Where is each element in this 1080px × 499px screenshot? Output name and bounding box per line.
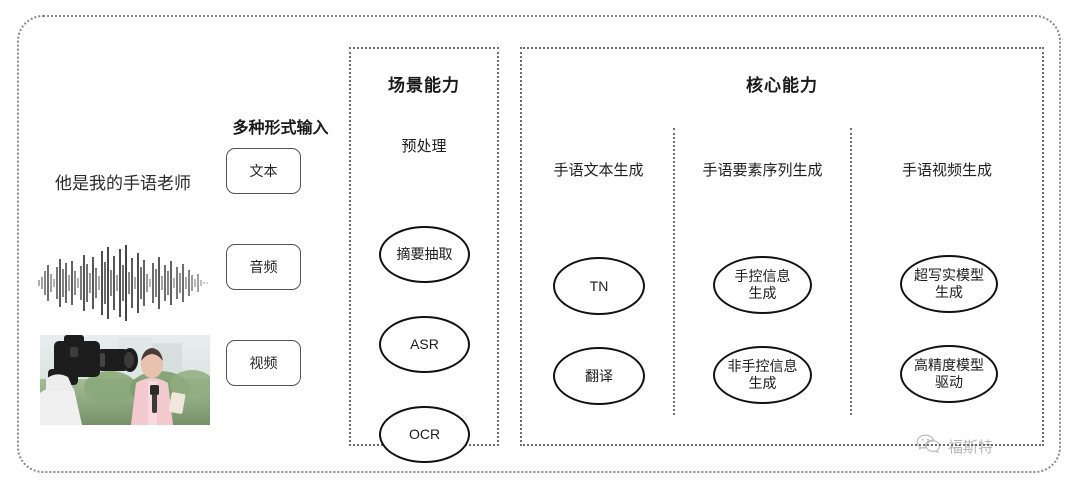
core-column-divider-2	[850, 128, 852, 415]
node-label: ASR	[410, 336, 439, 353]
watermark: 福斯特	[916, 434, 993, 459]
core-column-2-label: 手语要素序列生成	[702, 162, 823, 179]
input-section: 多种形式输入 他是我的手语老师	[18, 15, 338, 473]
core-column-3-label: 手语视频生成	[901, 162, 992, 179]
scene-panel-title: 场景能力	[388, 76, 460, 95]
video-thumbnail-graphic	[40, 335, 210, 425]
node-label: 超写实模型生成	[914, 267, 984, 300]
node-manual-signal-generation[interactable]: 手控信息生成	[713, 256, 812, 314]
node-tn[interactable]: TN	[553, 257, 645, 315]
node-high-precision-model-driving[interactable]: 高精度模型驱动	[900, 345, 998, 403]
node-label: 手控信息生成	[734, 268, 791, 301]
watermark-text: 福斯特	[948, 439, 994, 456]
core-column-1-label: 手语文本生成	[553, 162, 644, 179]
node-translation[interactable]: 翻译	[553, 347, 645, 405]
node-label: TN	[589, 277, 609, 294]
input-chip-video[interactable]: 视频	[226, 340, 301, 386]
node-label: OCR	[408, 426, 441, 443]
outer-frame	[17, 15, 1061, 473]
core-capability-panel: 核心能力 手语文本生成 TN 翻译 手语要素序列生成 手控信息生成 非手控信息生…	[520, 47, 1044, 446]
node-photorealistic-model-generation[interactable]: 超写实模型生成	[900, 255, 998, 313]
node-label: 高精度模型驱动	[914, 357, 984, 390]
scene-group-label: 预处理	[401, 138, 447, 155]
input-chip-audio[interactable]: 音频	[226, 244, 301, 290]
node-non-manual-signal-generation[interactable]: 非手控信息生成	[713, 346, 812, 404]
input-chip-text[interactable]: 文本	[226, 148, 301, 194]
wechat-icon	[916, 434, 942, 459]
core-column-divider-1	[673, 128, 675, 415]
scene-capability-panel: 场景能力 预处理 摘要抽取 ASR OCR	[349, 47, 499, 463]
node-ocr[interactable]: OCR	[379, 406, 470, 463]
audio-waveform-graphic	[33, 241, 213, 325]
input-section-heading: 多种形式输入	[232, 120, 329, 137]
node-label: 摘要抽取	[396, 246, 453, 263]
sample-sentence-text: 他是我的手语老师	[55, 174, 191, 193]
node-label: 非手控信息生成	[727, 358, 798, 391]
node-asr[interactable]: ASR	[379, 316, 470, 373]
node-summary-extraction[interactable]: 摘要抽取	[379, 226, 470, 283]
core-panel-title: 核心能力	[746, 76, 818, 95]
node-label: 翻译	[585, 367, 613, 384]
